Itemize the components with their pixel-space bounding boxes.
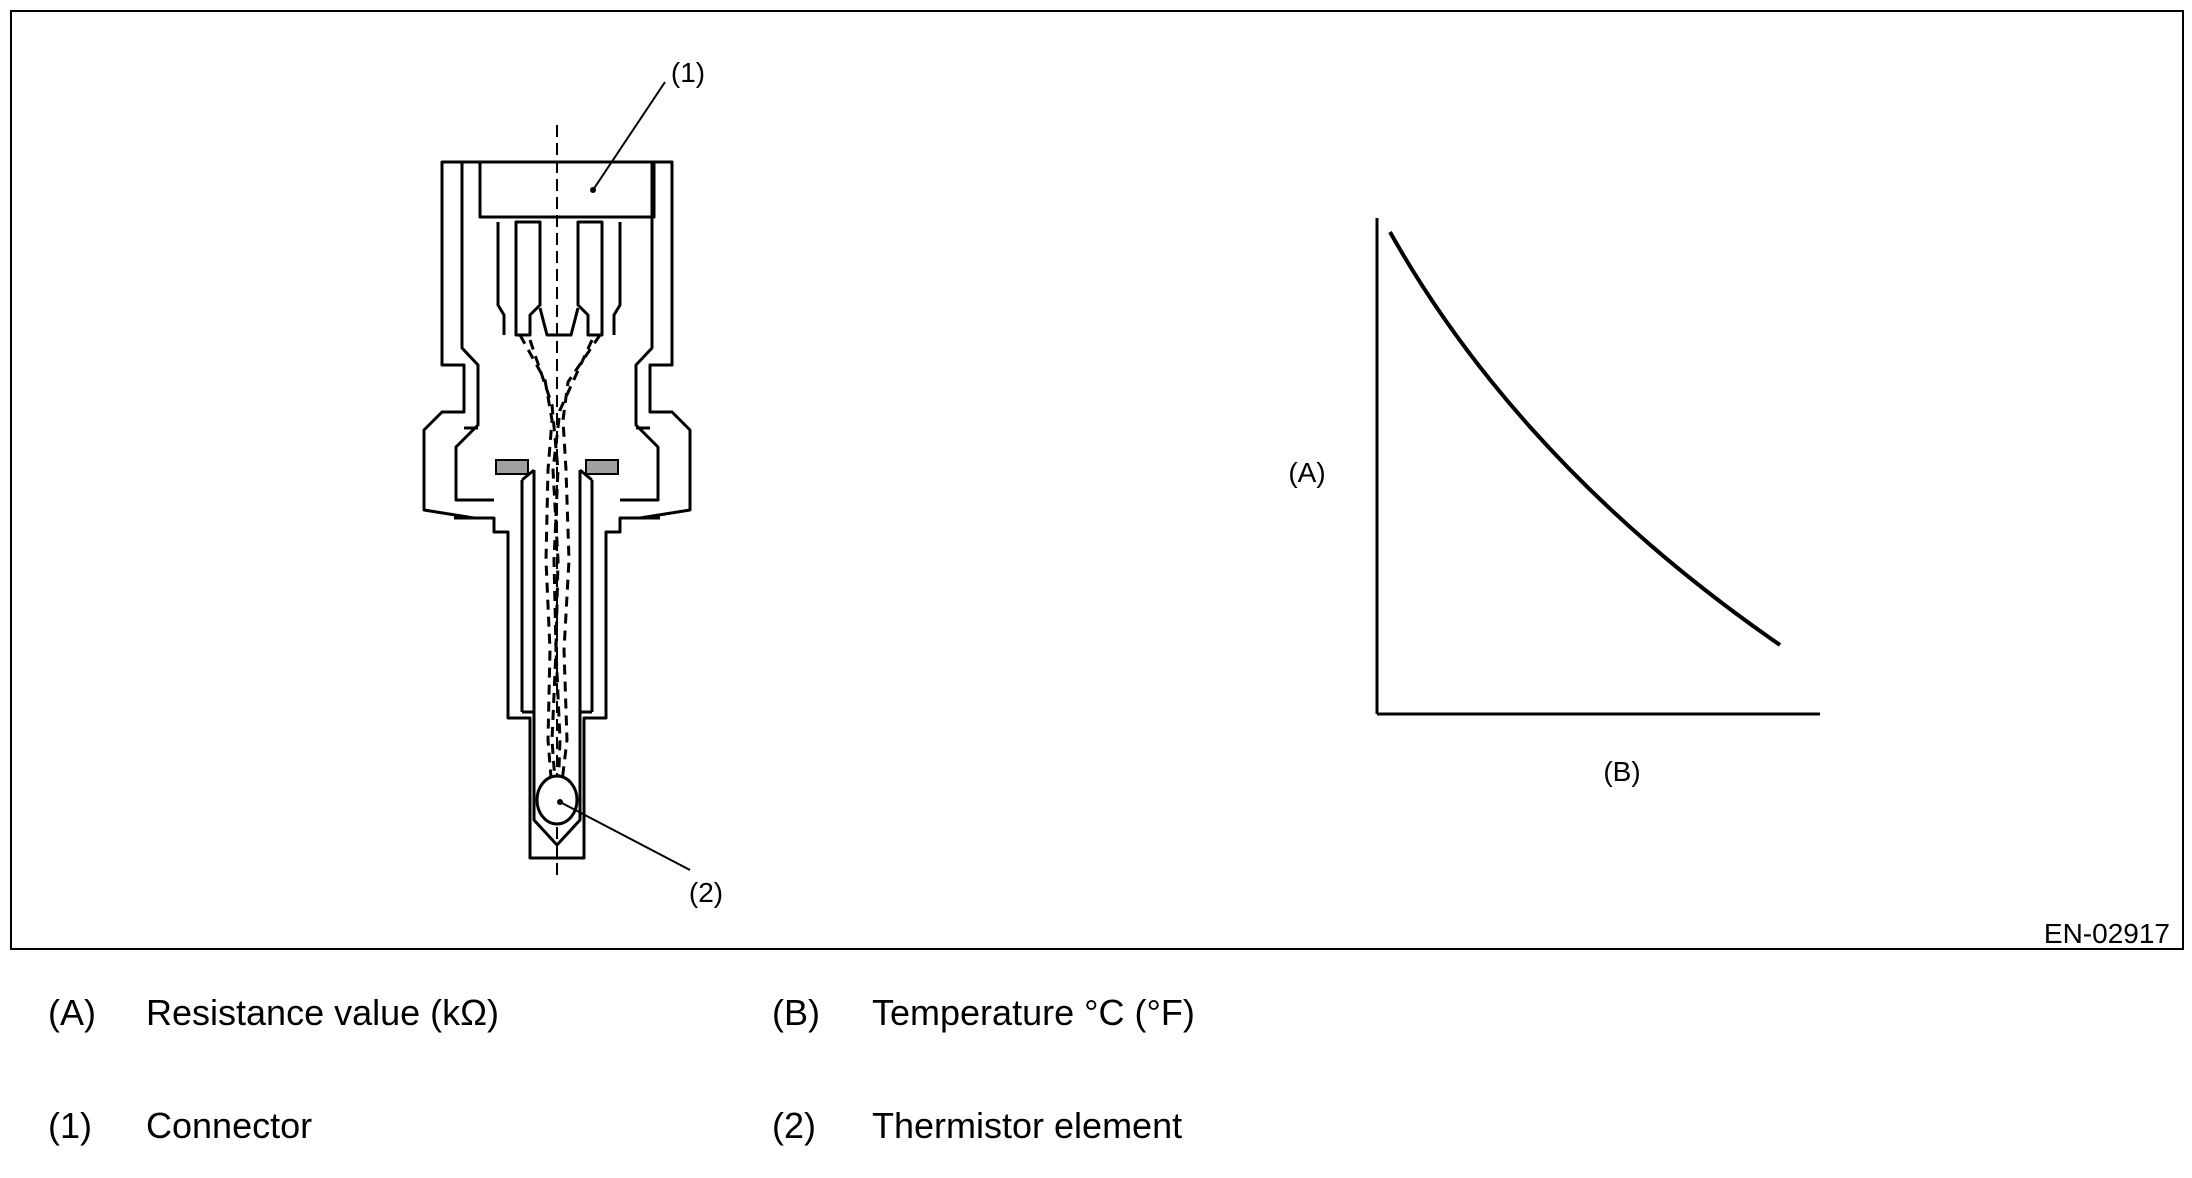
figure-frame [10, 10, 2184, 950]
thermistor-element [535, 774, 579, 826]
seal-ring-right [585, 459, 619, 475]
legend-key-2: (2) [772, 1105, 816, 1146]
resistance-temperature-graph: (A) (B) [1288, 218, 1820, 787]
connector-inner-wall [454, 162, 494, 502]
graph-x-axis-label: (B) [1603, 756, 1640, 787]
legend-text-2: Thermistor element [872, 1105, 1183, 1146]
legend-text-a: Resistance value (kΩ) [146, 992, 500, 1033]
callout-thermistor-label: (2) [689, 877, 723, 908]
legend-text-1: Connector [146, 1105, 313, 1146]
internal-lead-wires [518, 334, 602, 796]
callout-leader-thermistor [559, 801, 691, 871]
legend-key-1: (1) [48, 1105, 92, 1146]
legend-text-b: Temperature °C (°F) [872, 992, 1195, 1033]
terminal-pin-right [576, 220, 604, 337]
legend-key-a: (A) [48, 992, 96, 1033]
sensor-cross-section [422, 160, 692, 860]
legend-key-b: (B) [772, 992, 820, 1033]
connector-cavity [478, 160, 656, 219]
resistance-curve [1388, 231, 1782, 647]
figure-code: EN-02917 [2044, 918, 2170, 949]
seal-ring-left [495, 459, 529, 475]
callout-leader-connector [592, 81, 666, 191]
callout-connector-label: (1) [671, 57, 705, 88]
terminal-pin-left [514, 220, 542, 337]
connector-housing-outline [422, 160, 692, 860]
graph-y-axis-label: (A) [1288, 457, 1325, 488]
